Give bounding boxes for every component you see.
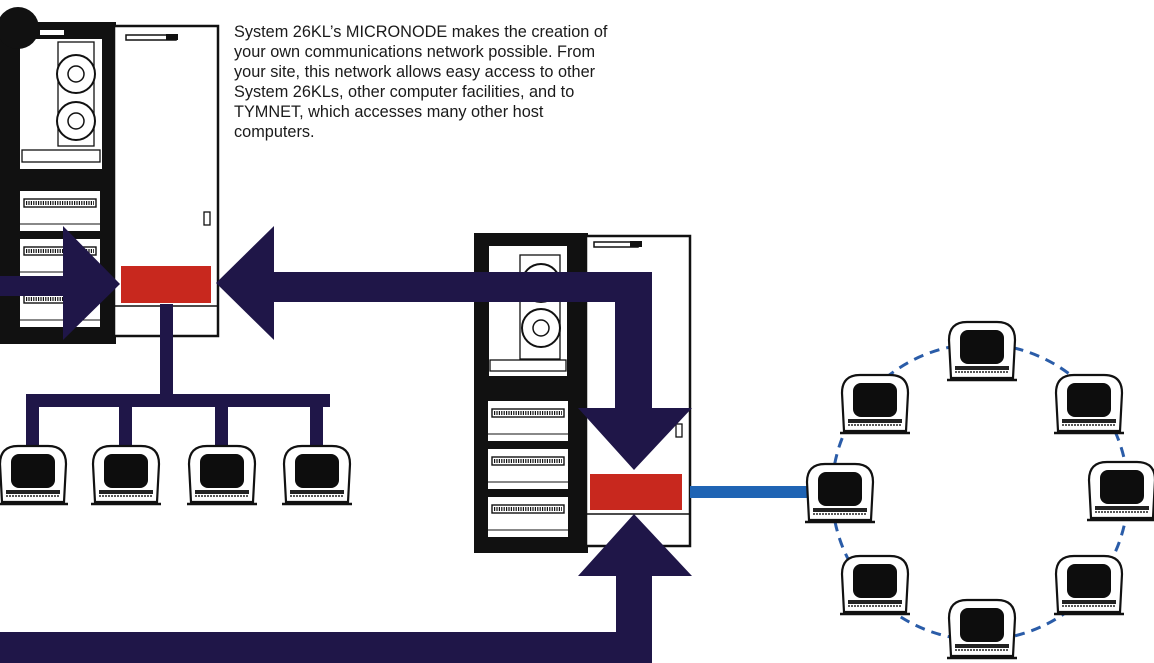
micronode-left: [121, 266, 211, 303]
terminal-icon: [280, 444, 354, 506]
caption-line: TYMNET, which accesses many other host: [234, 103, 544, 121]
caption-line: computers.: [234, 123, 315, 141]
terminal-icon: [1085, 460, 1154, 522]
terminal-icon: [185, 444, 259, 506]
network-link-bottom: [0, 514, 692, 663]
terminal-bus-left: [26, 304, 330, 454]
caption-line: System 26KLs, other computer facilities,…: [234, 83, 575, 101]
disk-drive: [17, 188, 103, 234]
terminal-icon: [0, 444, 70, 506]
description-caption: System 26KL’s MICRONODE makes the creati…: [234, 22, 704, 142]
disk-drive: [485, 446, 571, 492]
arrow-left-icon: [216, 226, 274, 340]
caption-line: your site, this network allows easy acce…: [234, 63, 596, 81]
arrow-down-icon: [578, 408, 692, 470]
arrow-up-icon: [578, 514, 692, 576]
terminal-icon: [838, 554, 912, 616]
arrow-right-icon: [63, 226, 120, 340]
terminal-icon: [838, 373, 912, 435]
terminal-icon: [89, 444, 163, 506]
terminal-icon: [803, 462, 877, 524]
network-link-top: [0, 226, 692, 470]
terminal-icon: [1052, 373, 1126, 435]
disk-drive: [485, 398, 571, 444]
terminal-icon: [945, 598, 1019, 660]
caption-line: your own communications network possible…: [234, 43, 596, 61]
ring-link: [690, 486, 810, 498]
terminal-icon: [945, 320, 1019, 382]
binder-hole: [0, 7, 39, 49]
terminal-icon: [1052, 554, 1126, 616]
caption-line: System 26KL’s MICRONODE makes the creati…: [234, 23, 608, 41]
micronode-right: [590, 474, 682, 510]
host-computer-left: [0, 22, 220, 344]
disk-drive: [485, 494, 571, 540]
